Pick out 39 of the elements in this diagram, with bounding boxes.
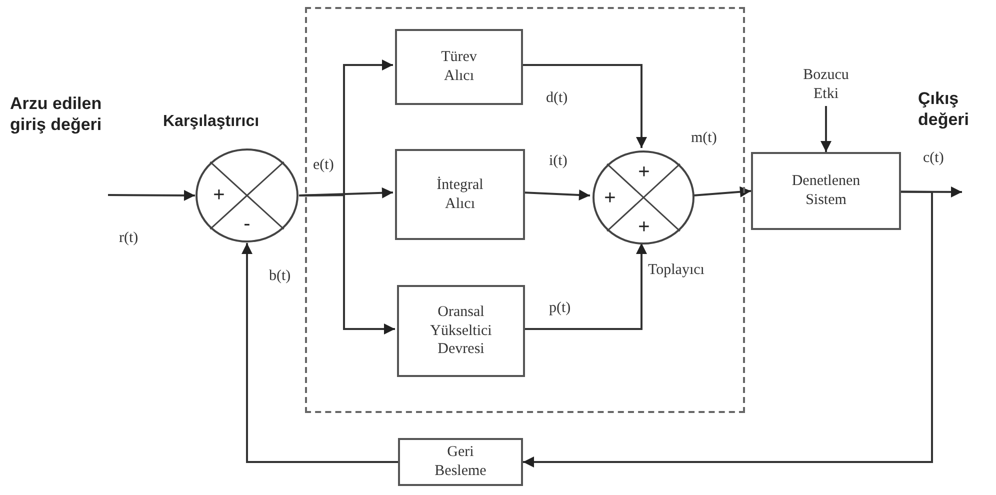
signal-label: p(t) (548, 300, 572, 317)
signal-label: r(t) (118, 230, 140, 247)
arrow (298, 194, 395, 334)
block-box (395, 29, 523, 105)
block-label: Oransal Yükseltici Devresi (429, 302, 493, 360)
comparator-junction (195, 148, 299, 243)
block-label: İntegral Alıcı (436, 176, 484, 214)
arrow (523, 190, 933, 468)
sign-symbol: + (604, 188, 616, 208)
block-box (398, 438, 523, 486)
sign-symbol: + (638, 162, 650, 182)
value-label: Arzu edilen giriş değeri (10, 93, 103, 136)
block-box (397, 285, 525, 377)
summing-junction (592, 150, 695, 245)
sign-symbol: + (638, 217, 650, 237)
arrow (523, 243, 647, 330)
block-label: Denetlenen Sistem (790, 172, 862, 210)
arrow (521, 64, 647, 148)
junction-label: Toplayıcı (648, 262, 704, 279)
arrow (108, 190, 195, 201)
signal-label: m(t) (690, 130, 718, 147)
signal-label: b(t) (268, 268, 292, 285)
block-box (751, 152, 901, 230)
arrow (692, 186, 752, 198)
arrow (820, 106, 832, 152)
block-label: Geri Besleme (434, 443, 488, 481)
signal-label: i(t) (548, 153, 568, 170)
junction-label: Karşılaştırıcı (163, 113, 260, 131)
dashed-boundary (305, 7, 745, 413)
sign-symbol: + (213, 185, 225, 205)
block-box (395, 149, 525, 240)
block-label: Türev Alıcı (440, 48, 478, 86)
signal-label: d(t) (545, 90, 569, 107)
value-label: Çıkış değeri (918, 88, 970, 130)
disturbance-text: Bozucu Etki (802, 66, 850, 104)
arrow (242, 243, 398, 463)
signal-label: c(t) (922, 150, 945, 167)
sign-symbol: - (244, 214, 250, 234)
signal-label: e(t) (312, 157, 335, 174)
